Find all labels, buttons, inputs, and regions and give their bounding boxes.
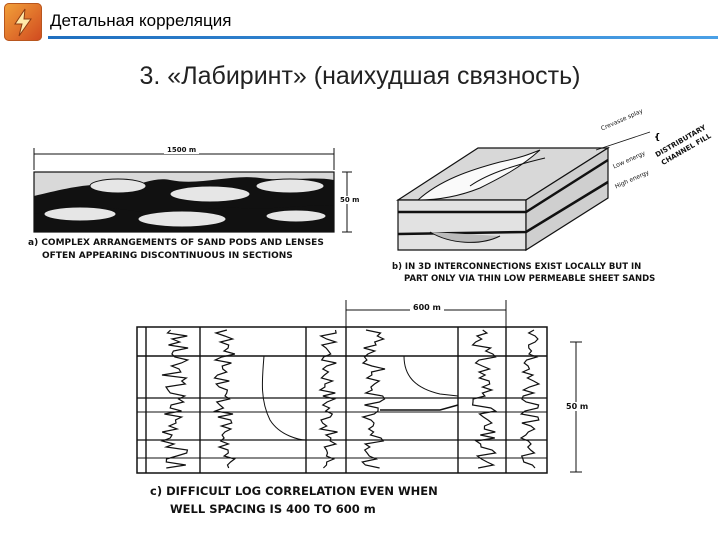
figure-b-caption-1: b) IN 3D INTERCONNECTIONS EXIST LOCALLY …	[392, 262, 642, 272]
well-log-trace	[212, 329, 236, 469]
header-divider	[48, 36, 718, 39]
figure-c-caption-1: c) DIFFICULT LOG CORRELATION EVEN WHEN	[150, 484, 438, 498]
figure-a-caption-2: OFTEN APPEARING DISCONTINUOUS IN SECTION…	[42, 251, 293, 261]
slide-title: 3. «Лабиринт» (наихудшая связность)	[139, 62, 581, 90]
figure-a-dim-height: 50 m	[340, 196, 360, 204]
well-log-trace	[318, 329, 339, 469]
figure-a-dim-width: 1500 m	[164, 146, 200, 154]
logo-icon	[4, 3, 42, 41]
figure-a-caption-1: a) COMPLEX ARRANGEMENTS OF SAND PODS AND…	[28, 238, 324, 248]
well-log-trace	[471, 329, 498, 469]
header-title: Детальная корреляция	[50, 11, 232, 30]
svg-text:{: {	[654, 133, 660, 143]
figure-c-caption-2: WELL SPACING IS 400 TO 600 m	[170, 502, 376, 516]
well-log-trace	[519, 329, 541, 469]
figure-b-caption-2: PART ONLY VIA THIN LOW PERMEABLE SHEET S…	[404, 274, 656, 284]
well-log-trace	[360, 329, 386, 469]
well-log-trace	[160, 329, 190, 469]
figure-c-dim-width: 600 m	[410, 303, 444, 312]
slide-header: Детальная корреляция	[0, 0, 720, 44]
figure-c-dim-height: 50 m	[564, 402, 591, 411]
